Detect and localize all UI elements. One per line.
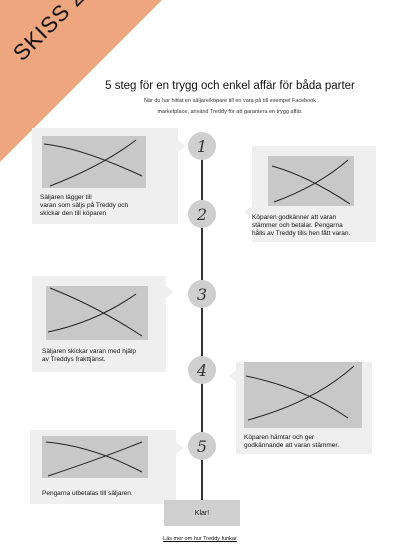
done-box: Klar! (164, 500, 240, 526)
intro-line-2: marketplace, använd Treddy för att garan… (157, 109, 303, 115)
step-2-image-placeholder (268, 156, 354, 206)
step-2-circle: 2 (188, 200, 216, 228)
step-5-text: Pengarna utbetalas till säljaren. (42, 490, 133, 497)
step-4-circle: 4 (188, 356, 216, 384)
step-5-image-placeholder (42, 436, 148, 478)
step-4-image-placeholder (244, 362, 362, 428)
step-1-circle: 1 (188, 132, 216, 160)
step-3-pointer (166, 286, 174, 298)
step-5-card: Pengarna utbetalas till säljaren. (30, 430, 176, 504)
page-title: 5 steg för en trygg och enkel affär för … (105, 80, 355, 92)
step-1-image-placeholder (42, 136, 146, 188)
step-4-pointer (228, 370, 236, 382)
step-3-image-placeholder (46, 286, 148, 340)
step-5-circle: 5 (188, 432, 216, 460)
step-1-pointer (178, 140, 186, 152)
read-more-link[interactable]: Läs mer om hur Treddy funkar (163, 536, 237, 542)
step-2-pointer (244, 206, 252, 218)
step-5-pointer (176, 442, 184, 454)
intro-text: När du har hittat en säljare/köpare till… (90, 96, 370, 118)
timeline-line (201, 146, 203, 500)
step-3-circle: 3 (188, 280, 216, 308)
intro-line-1: När du har hittat en säljare/köpare till… (143, 98, 317, 104)
